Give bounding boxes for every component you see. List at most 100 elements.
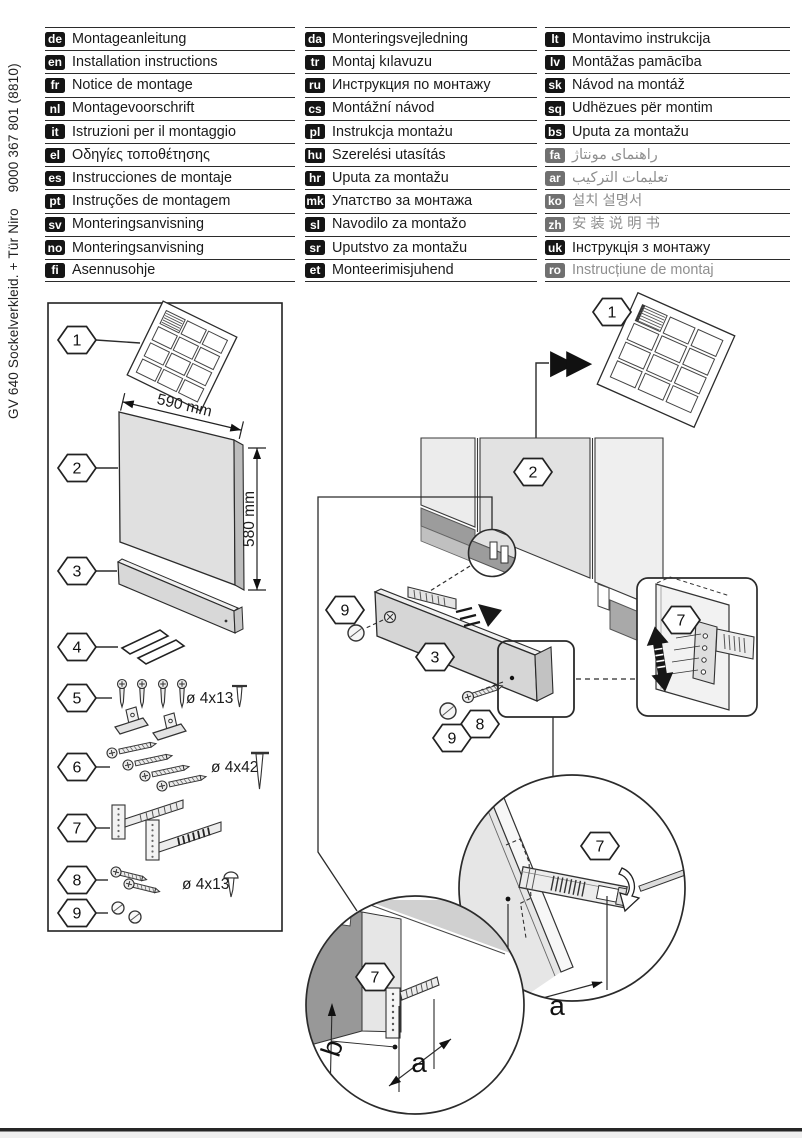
language-label: Monteringsvejledning (332, 30, 468, 47)
language-code-badge: sl (305, 217, 325, 233)
language-row: ko 설치 설명서 (545, 189, 790, 212)
slide-motion-arrow-icon (455, 604, 502, 628)
language-label: Montaj kılavuzu (332, 54, 432, 71)
language-row: ar تعليمات التركيب (545, 166, 790, 189)
language-label: Uputa za montažu (332, 170, 449, 187)
language-label: Monteerimisjuhend (332, 262, 454, 279)
language-label: Montageanleitung (72, 30, 187, 47)
part-cover-caps-illustration (96, 901, 142, 924)
step-number: 2 (529, 465, 538, 482)
part-number: 4 (73, 640, 82, 657)
language-label: Instrucciones de montaje (72, 170, 232, 187)
language-code-badge: ro (545, 262, 565, 278)
step-number: 8 (476, 717, 485, 734)
assembly-diagram: 1 ▶▶ (305, 291, 758, 1115)
part-number-badges: 1 2 3 4 5 6 7 8 9 (57, 325, 97, 928)
language-code-badge: zh (545, 217, 565, 233)
language-code-badge: sk (545, 77, 565, 93)
language-label: Návod na montáž (572, 77, 685, 94)
language-label: Asennusohje (72, 262, 156, 279)
dimension-a-label: a (411, 1047, 427, 1078)
language-code-badge: de (45, 31, 65, 47)
language-column: de Montageanleitung en Installation inst… (45, 27, 295, 283)
language-code-badge: ar (545, 170, 565, 186)
language-label: Инструкция по монтажу (332, 77, 491, 94)
language-code-badge: sq (545, 101, 565, 117)
screwdriver (638, 864, 685, 892)
rail-adjustment-detail-box: 7 (636, 576, 758, 717)
parts-list-box: 590 mm 580 mm (47, 300, 283, 932)
language-code-badge: no (45, 240, 65, 256)
language-code-badge: fa (545, 147, 565, 163)
language-code-badge: ru (305, 77, 325, 93)
language-code-badge: bs (545, 124, 565, 140)
rail-position-detail-circle: a b 7 (305, 895, 525, 1115)
part-size-label: ø 4x13 (186, 690, 233, 707)
part-number: 6 (73, 760, 82, 777)
language-label: Montážní návod (332, 100, 435, 117)
language-code-badge: hu (305, 147, 325, 163)
language-label: Szerelési utasítás (332, 146, 446, 163)
language-row: pl Instrukcja montażu (305, 119, 537, 143)
language-label: Monteringsanvisning (72, 216, 204, 233)
language-code-badge: et (305, 262, 325, 278)
part-number: 5 (73, 691, 82, 708)
screws-4x13-icon (116, 678, 188, 710)
language-row: el Οδηγίες τοποθέτησης (45, 142, 295, 166)
language-row: tr Montaj kılavuzu (305, 50, 537, 73)
language-table: de Montageanleitung en Installation inst… (45, 27, 790, 283)
language-label: Monteringsanvisning (72, 239, 204, 256)
dimension-a-label: a (549, 990, 565, 1021)
language-code-badge: tr (305, 54, 325, 70)
part-number: 2 (73, 461, 82, 478)
language-label: Instruções de montagem (72, 193, 231, 210)
language-row: sk Návod na montáž (545, 73, 790, 96)
step-number: 9 (341, 603, 350, 620)
language-label: Montagevoorschrift (72, 100, 195, 117)
language-row: sl Navodilo za montažo (305, 212, 537, 236)
language-row: de Montageanleitung (45, 27, 295, 50)
step-number: 3 (431, 650, 440, 667)
language-row: pt Instruções de montagem (45, 189, 295, 212)
language-label: Montavimo instrukcija (572, 30, 711, 47)
door-height-dimension: 580 mm (241, 447, 266, 591)
part-size-label: ø 4x42 (211, 759, 258, 776)
language-row: mk Упатство за монтажа (305, 189, 537, 212)
step-number: 7 (596, 839, 605, 856)
language-code-badge: hr (305, 170, 325, 186)
language-code-badge: ko (545, 193, 565, 209)
language-label: Instrukcja montażu (332, 123, 453, 140)
language-code-badge: en (45, 54, 65, 70)
language-label: تعليمات التركيب (572, 170, 669, 187)
language-row: hr Uputa za montažu (305, 166, 537, 189)
language-label: Uputa za montažu (572, 123, 689, 140)
long-screw-icon (251, 751, 269, 790)
part-plinth-strip-illustration (96, 558, 244, 634)
part-number: 9 (73, 906, 82, 923)
plinth-corner-callout (467, 528, 517, 578)
language-row: cs Montážní návod (305, 96, 537, 120)
part-number: 1 (73, 333, 82, 350)
language-row: sv Monteringsanvisning (45, 212, 295, 236)
language-code-badge: es (45, 170, 65, 186)
part-template-illustration (95, 300, 238, 412)
language-label: Інструкція з монтажу (572, 239, 711, 256)
language-row: ru Инструкция по монтажу (305, 73, 537, 96)
language-label: Notice de montage (72, 77, 193, 94)
language-row: zh 安 装 说 明 书 (545, 212, 790, 236)
part-number: 7 (73, 821, 82, 838)
svg-text:580 mm: 580 mm (241, 491, 258, 547)
bottom-rule (0, 1128, 802, 1132)
language-row: fr Notice de montage (45, 73, 295, 96)
language-label: 설치 설명서 (572, 193, 643, 210)
language-code-badge: pl (305, 124, 325, 140)
language-code-badge: fi (45, 262, 65, 278)
language-row: es Instrucciones de montaje (45, 166, 295, 189)
step-number: 9 (448, 731, 457, 748)
plinth-panel-step: 9 3 8 9 (325, 586, 575, 753)
plinth-clips-icon (114, 706, 187, 741)
language-code-badge: da (305, 31, 325, 47)
language-label: Navodilo za montažo (332, 216, 467, 233)
language-row: no Monteringsanvisning (45, 235, 295, 259)
